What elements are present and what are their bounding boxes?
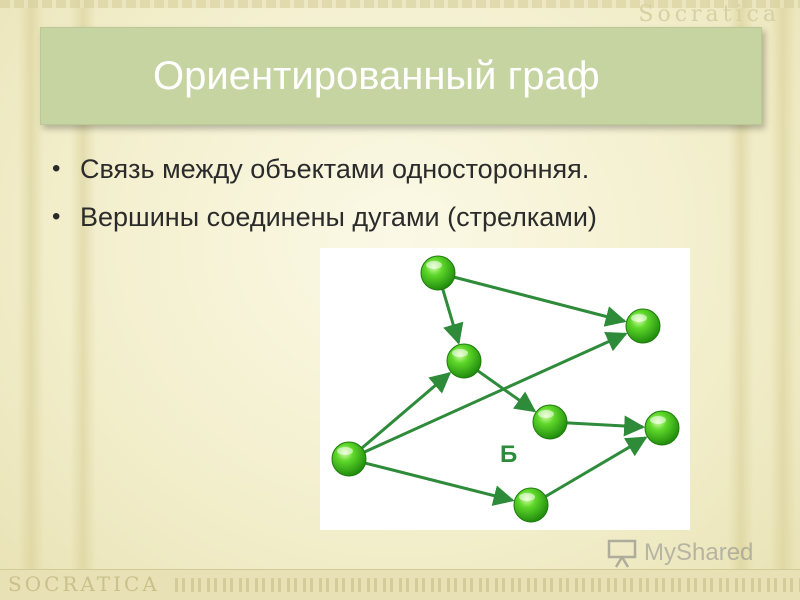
- graph-edge-arrow: [476, 369, 537, 413]
- bottom-ornament-border: SOCRATICA: [0, 569, 800, 600]
- bullet-dot-icon: •: [52, 203, 61, 230]
- slide-title: Ориентированный граф: [153, 54, 600, 98]
- brand-bottom: SOCRATICA: [8, 572, 160, 596]
- watermark-text: MyShared: [644, 539, 754, 566]
- graph-vertex: [331, 441, 367, 477]
- decor-column: [770, 0, 796, 570]
- title-banner: Ориентированный граф: [40, 27, 762, 125]
- meander-pattern: [175, 578, 800, 592]
- graph-vertex: [532, 404, 568, 440]
- vertex-highlight: [538, 410, 554, 418]
- bullet-text: Вершины соединены дугами (стрелками): [80, 202, 597, 232]
- graph-vertex: [625, 308, 661, 344]
- graph-vertex: [513, 487, 549, 523]
- bullet-list: • Связь между объектами односторонняя. • В…: [52, 145, 752, 241]
- graph-edge-arrow: [454, 275, 627, 327]
- graph-edge-arrow: [566, 415, 646, 437]
- graph-figure: Б: [320, 248, 690, 530]
- vertex-highlight: [426, 261, 442, 269]
- bullet-dot-icon: •: [52, 155, 61, 182]
- vertex-highlight: [650, 416, 666, 424]
- bullet-item: • Связь между объектами односторонняя.: [52, 145, 752, 193]
- vertex-highlight: [631, 314, 647, 322]
- graph-edge-arrow: [441, 288, 464, 345]
- graph-edge-arrow: [360, 371, 452, 450]
- graph-vertex: [644, 410, 680, 446]
- graph-edge-arrow: [365, 461, 515, 506]
- vertex-highlight: [452, 349, 468, 357]
- graph-edges: [360, 275, 648, 506]
- graph-vertex: [446, 343, 482, 379]
- graph-label: Б: [500, 441, 517, 468]
- vertex-highlight: [337, 447, 353, 455]
- watermark: MyShared: [606, 536, 753, 570]
- top-ornament-border: [0, 0, 800, 8]
- bullet-item: • Вершины соединены дугами (стрелками): [52, 193, 752, 241]
- presentation-board-icon: [607, 539, 637, 568]
- directed-graph: Б: [331, 255, 680, 523]
- graph-edge-arrow: [363, 332, 628, 454]
- graph-nodes: [331, 255, 680, 523]
- decor-column: [18, 0, 44, 570]
- graph-edge-arrow: [544, 436, 648, 498]
- bullet-text: Связь между объектами односторонняя.: [80, 154, 590, 184]
- vertex-highlight: [519, 493, 535, 501]
- graph-vertex: [420, 255, 456, 291]
- brand-top: Socratica: [638, 2, 780, 27]
